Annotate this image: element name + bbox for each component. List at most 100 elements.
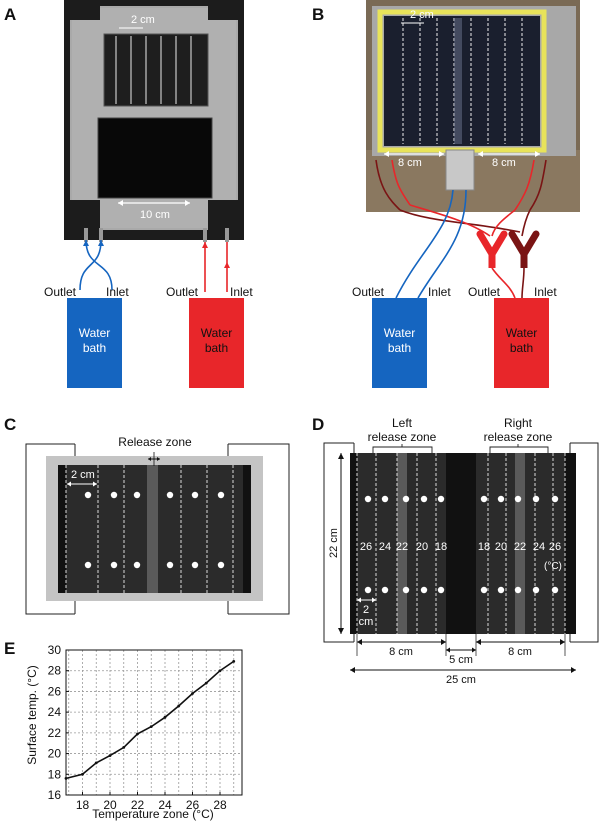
chart-y-tick-label: 24 <box>48 705 62 719</box>
chart-x-tick-label: 24 <box>158 798 172 812</box>
panel-d-left-zone-line1: Left <box>392 416 413 430</box>
panel-a-hot-bath-line2: bath <box>205 341 228 355</box>
panel-b-inlet-label: Inlet <box>428 285 451 299</box>
panel-a-outlet-label: Outlet <box>44 285 77 299</box>
panel-a-inlet-label-2: Inlet <box>230 285 253 299</box>
panel-d-left-release-band <box>397 453 407 634</box>
panel-a-bottom-plate <box>97 117 213 199</box>
panel-d-left-temp: 20 <box>416 541 428 553</box>
panel-a: A 2 cm 10 cm <box>4 0 253 388</box>
panel-a-letter: A <box>4 5 16 24</box>
panel-b-dark-tube-1 <box>399 209 521 233</box>
chart-x-tick-label: 26 <box>186 798 200 812</box>
panel-d-right-zone-line1: Right <box>504 416 533 430</box>
panel-d: D Left release zone Right release zone <box>312 415 599 686</box>
chart-series <box>64 659 236 780</box>
panel-b-cold-bath-line2: bath <box>388 341 411 355</box>
panel-d-right-temps: 18 20 22 24 26 <box>478 541 561 553</box>
panel-b-red-tube-1 <box>409 204 491 237</box>
chart-y-tick-label: 18 <box>48 767 62 781</box>
chart-data-point <box>218 669 222 673</box>
panel-a-cold-bath-line1: Water <box>79 326 111 340</box>
chart-x-tick-label: 28 <box>213 798 227 812</box>
panel-b-red-y-connector <box>476 230 508 261</box>
panel-a-inlet-label: Inlet <box>106 285 129 299</box>
panel-a-hot-bath-line1: Water <box>201 326 233 340</box>
panel-c-dots <box>84 491 225 569</box>
panel-e-letter: E <box>4 639 15 658</box>
panel-a-stripes <box>115 36 192 104</box>
chart-x-tick-label: 22 <box>131 798 145 812</box>
chart-data-point <box>64 777 68 780</box>
chart-y-tick-label: 26 <box>48 684 62 698</box>
panel-d-gap-width: 5 cm <box>449 654 473 666</box>
panel-d-left-temp: 24 <box>379 541 391 553</box>
panel-d-right-temp: 24 <box>533 541 545 553</box>
panel-d-left-temp: 26 <box>360 541 372 553</box>
panel-d-left-temp: 22 <box>396 541 408 553</box>
panel-a-top-scale: 2 cm <box>131 14 155 26</box>
panel-b-inlet-label-2: Inlet <box>534 285 557 299</box>
chart-x-tick-label: 18 <box>76 798 90 812</box>
panel-b-hot-bath-line1: Water <box>506 326 538 340</box>
chart-plot-frame <box>65 649 243 796</box>
panel-d-zone-lines <box>356 453 566 634</box>
panel-c-letter: C <box>4 415 16 434</box>
chart-data-point <box>94 761 98 765</box>
panel-d-right-release-band <box>515 453 525 634</box>
panel-b: B 2 cm 8 cm 8 cm <box>312 0 580 388</box>
panel-d-zone-scale-line2: cm <box>359 616 374 628</box>
chart-x-ticks: 18 20 22 24 26 28 <box>76 792 227 812</box>
chart-data-point <box>163 715 167 719</box>
panel-c-release-band <box>147 465 158 593</box>
chart-data-point <box>191 692 194 695</box>
panel-d-right-temp: 26 <box>549 541 561 553</box>
panel-b-cold-bath <box>372 298 427 388</box>
panel-d-letter: D <box>312 415 324 434</box>
panel-b-outlet-label: Outlet <box>352 285 385 299</box>
chart-y-tick-label: 16 <box>48 788 62 802</box>
chart-data-point <box>122 745 126 749</box>
panel-c: C Release zone <box>4 415 290 615</box>
panel-b-blue-tube-1 <box>395 189 454 299</box>
panel-c-scale: 2 cm <box>71 469 95 481</box>
panel-d-dots <box>364 495 559 594</box>
panel-d-unit: (°C) <box>544 561 562 572</box>
panel-b-cold-bath-line1: Water <box>384 326 416 340</box>
panel-b-letter: B <box>312 5 324 24</box>
panel-b-left-scale: 8 cm <box>398 157 422 169</box>
chart-data-point <box>81 772 84 776</box>
panel-b-hot-bath-line2: bath <box>510 341 533 355</box>
chart-x-tick-label: 20 <box>103 798 117 812</box>
panel-a-blue-tube-2 <box>79 239 102 291</box>
chart-data-point <box>108 754 112 758</box>
panel-d-right-temp: 22 <box>514 541 526 553</box>
chart-series-line <box>65 660 235 780</box>
chart-y-tick-label: 22 <box>48 726 62 740</box>
panel-a-outlet-label-2: Outlet <box>166 285 199 299</box>
panel-d-right-width: 8 cm <box>508 646 532 658</box>
panel-a-cold-bath <box>67 298 122 388</box>
chart-y-tick-label: 20 <box>48 747 62 761</box>
panel-d-right-zone-line2: release zone <box>484 430 553 444</box>
panel-a-top-plate <box>103 33 209 107</box>
panel-d-total-width: 25 cm <box>446 674 476 686</box>
panel-b-top-scale: 2 cm <box>410 9 434 21</box>
panel-d-right-temp: 18 <box>478 541 490 553</box>
panel-a-hot-bath <box>189 298 244 388</box>
panel-b-center-block <box>445 149 475 191</box>
panel-c-zone-lines <box>65 465 234 593</box>
panel-d-left-temps: 26 24 22 20 18 <box>360 541 447 553</box>
panel-d-right-temp: 20 <box>495 541 507 553</box>
panel-b-blue-tube-2 <box>417 189 467 299</box>
panel-d-left-temp: 18 <box>435 541 447 553</box>
chart-grid <box>66 649 242 796</box>
panel-d-height-label: 22 cm <box>328 528 340 558</box>
panel-a-cold-bath-line2: bath <box>83 341 106 355</box>
panel-b-dark-y-connector <box>508 230 540 261</box>
chart-data-point <box>149 725 153 729</box>
panel-b-right-scale: 8 cm <box>492 157 516 169</box>
